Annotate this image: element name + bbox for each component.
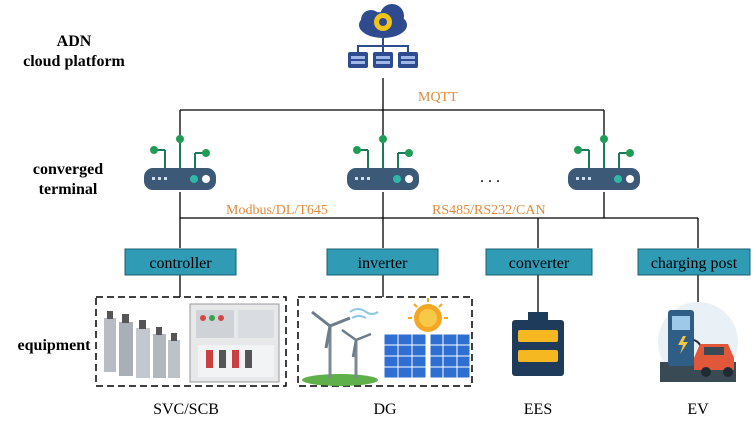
interface-box-charging-post: charging post [637,248,751,276]
converged-terminal-label-line1: converged [33,161,103,178]
modbus-protocol-label: Modbus/DL/T645 [226,203,328,218]
connector-lines [179,78,699,312]
interface-box-converter: converter [485,248,593,276]
cloud-platform-label-line1: ADN [57,33,92,50]
equipment-name-svc-scb: SVC/SCB [153,401,219,418]
router-icon [144,135,216,190]
svc-group-frame [95,296,287,387]
equipment-name-ev: EV [687,401,709,418]
equipment-name-ees: EES [524,401,552,418]
solar-panel-icon [383,298,471,379]
router-icon [568,135,640,190]
interface-label: controller [149,255,212,272]
interface-box-controller: controller [124,248,237,276]
converged-terminal-label-line2: terminal [39,181,98,198]
interface-label: converter [509,255,570,272]
equipment-label: equipment [18,337,92,354]
battery-icon [512,312,564,376]
cloud-server-icon [348,4,418,68]
mqtt-protocol-label: MQTT [418,90,458,105]
interface-box-inverter: inverter [326,248,439,276]
more-terminals-ellipsis: . . . [480,169,500,186]
ev-charger-icon [658,302,738,382]
cloud-platform-label-line2: cloud platform [23,53,125,70]
capacitor-bank-icon [104,311,180,378]
wind-turbine-icon [302,308,379,386]
equipment-name-dg: DG [373,401,397,418]
router-icon [347,135,419,190]
interface-label: charging post [651,255,738,272]
interface-label: inverter [358,255,408,272]
switch-cabinet-icon [189,303,280,383]
rs485-protocol-label: RS485/RS232/CAN [432,203,546,218]
